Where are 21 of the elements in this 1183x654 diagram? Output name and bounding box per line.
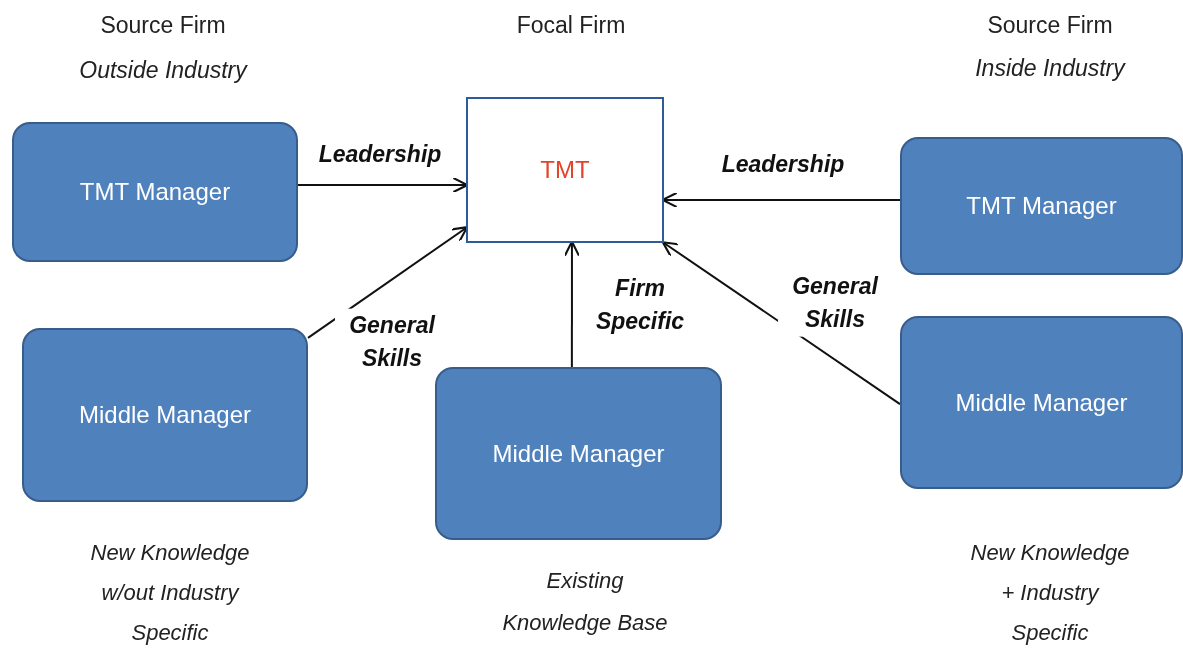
manager-box (435, 367, 722, 540)
column-heading: Source Firm (986, 11, 1114, 40)
arrow (661, 241, 901, 406)
column-heading: Inside Industry (974, 54, 1127, 83)
node-label: TMT (540, 156, 590, 184)
node-label: TMT Manager (79, 178, 231, 206)
note-text: New Knowledge + Industry Specific (969, 539, 1131, 647)
note-text: Existing Knowledge Base (501, 567, 669, 637)
node-label: Middle Manager (492, 439, 665, 468)
manager-box (22, 328, 308, 502)
focal-box (466, 97, 664, 243)
manager-box (12, 122, 298, 262)
note-text: New Knowledge w/out Industry Specific (89, 539, 251, 647)
manager-box (900, 316, 1183, 489)
node-label: Middle Manager (955, 388, 1128, 417)
manager-box (900, 137, 1183, 275)
column-heading: Outside Industry (78, 56, 249, 85)
column-heading: Source Firm (99, 11, 227, 40)
node-label: Middle Manager (78, 401, 252, 429)
column-heading: Focal Firm (515, 11, 627, 40)
node-label: TMT Manager (966, 192, 1117, 220)
